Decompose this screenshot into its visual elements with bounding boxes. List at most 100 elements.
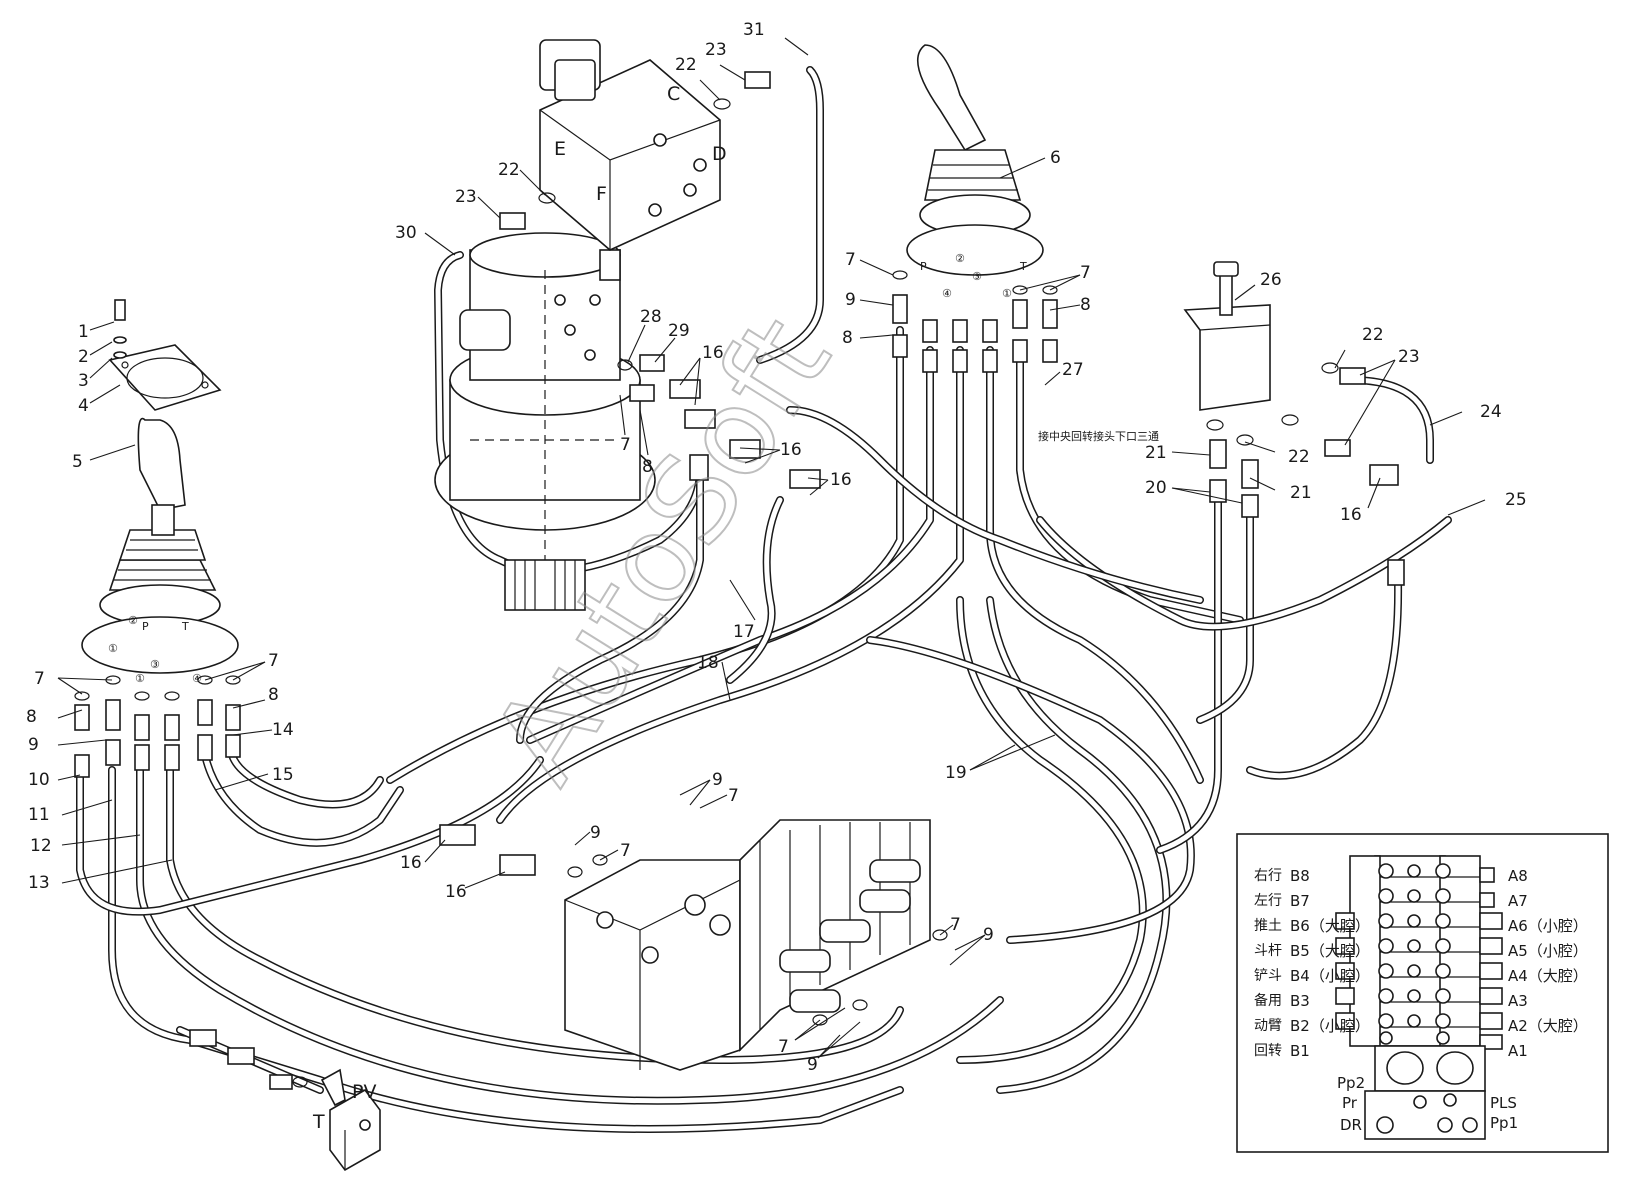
legend-right-5: A3 [1508,992,1528,1010]
legend-right-7: A1 [1508,1042,1528,1060]
seal-rings [74,98,1339,1088]
legend-left-port-0: B8 [1290,867,1310,885]
label-19: 19 [945,763,967,783]
port-labels: C D E F PV T P P T T ④ ① ③ ② ① ① ④ ③ ② 接… [108,83,1159,1133]
legend-left-port-7: B1 [1290,1042,1310,1060]
label-9-valve-b: 9 [590,823,601,843]
port-t-right: T [1019,260,1027,273]
fittings [74,71,1405,1090]
label-16-c: 16 [830,470,852,490]
label-17: 17 [733,622,755,642]
label-9-valve-c: 9 [983,925,994,945]
label-1: 1 [78,322,89,342]
label-25: 25 [1505,490,1527,510]
circled-1-right: ① [1002,287,1012,300]
legend-pr: Pr [1342,1094,1358,1112]
label-7-valve-c: 7 [950,915,961,935]
label-6: 6 [1050,148,1061,168]
label-7-left-b: 7 [268,651,279,671]
label-22-mid: 22 [498,160,520,180]
label-24: 24 [1480,402,1502,422]
leader-lines [57,37,1486,1059]
legend-right-0: A8 [1508,867,1528,885]
label-23-mid: 23 [455,187,477,207]
port-pv: PV [352,1081,376,1103]
legend-left-name-7: 回转 [1254,1043,1282,1059]
left-joystick [81,417,239,674]
port-p-left: P [142,620,149,633]
legend-right-4: A4（大腔） [1508,967,1588,985]
label-26: 26 [1260,270,1282,290]
circled-4-left: ④ [192,672,202,685]
port-d: D [712,143,727,165]
label-15: 15 [272,765,294,785]
circled-3-left: ③ [150,658,160,671]
legend-left-name-5: 备用 [1254,992,1282,1009]
legend-pp2: Pp2 [1337,1074,1365,1092]
label-18: 18 [697,653,719,673]
circled-1-left-b: ① [135,672,145,685]
label-11: 11 [28,805,50,825]
legend-left-name-0: 右行 [1254,868,1282,884]
flange-plate [108,299,222,411]
legend-pls: PLS [1490,1094,1517,1112]
circled-2-left: ② [128,614,138,627]
label-22-right-a: 22 [1362,325,1384,345]
label-23-right: 23 [1398,347,1420,367]
legend-right-1: A7 [1508,892,1528,910]
label-16-left-b: 16 [445,882,467,902]
legend-left-port-6: B2（小腔） [1290,1017,1370,1035]
label-9-valve-d: 9 [807,1055,818,1075]
label-30: 30 [395,223,417,243]
circled-1-left-a: ① [108,642,118,655]
label-16-right: 16 [1340,505,1362,525]
label-7-right-b: 7 [1080,263,1091,283]
label-2: 2 [78,347,89,367]
label-9-valve-a: 9 [712,770,723,790]
label-16-b: 16 [780,440,802,460]
circled-3-right: ③ [972,270,982,283]
label-3: 3 [78,371,89,391]
part-number-labels: 1 2 3 4 5 6 7 7 8 8 9 10 14 11 12 13 15 … [26,20,1527,1075]
legend-left-port-4: B4（小腔） [1290,967,1370,985]
legend-left-port-5: B3 [1290,992,1310,1010]
legend-left-name-4: 铲斗 [1254,968,1282,984]
label-7-valve-a: 7 [728,786,739,806]
label-13: 13 [28,873,50,893]
solenoid-valve [539,39,721,251]
label-14: 14 [272,720,294,740]
port-p-right: P [920,260,927,273]
legend-pp1: Pp1 [1490,1114,1518,1132]
label-9-right: 9 [845,290,856,310]
label-7-right: 7 [845,250,856,270]
label-8-motor: 8 [642,457,653,477]
legend-left-name-1: 左行 [1254,893,1282,909]
label-7-motor: 7 [620,435,631,455]
right-joystick [906,44,1044,276]
legend-right-3: A5（小腔） [1508,942,1588,960]
label-5: 5 [72,452,83,472]
label-31: 31 [743,20,765,40]
legend-left-name-2: 推土 [1254,918,1282,934]
port-f: F [596,183,607,205]
legend-left-port-2: B6（大腔） [1290,917,1370,935]
label-20: 20 [1145,478,1167,498]
circled-2-right: ② [955,252,965,265]
label-16-a: 16 [702,343,724,363]
label-12: 12 [30,836,52,856]
port-t: T [312,1111,325,1133]
label-21-b: 21 [1290,483,1312,503]
label-7-left-a: 7 [34,669,45,689]
legend-left-port-1: B7 [1290,892,1310,910]
label-8-right-b: 8 [1080,295,1091,315]
label-8-left-a: 8 [26,707,37,727]
label-29: 29 [668,321,690,341]
label-22-top: 22 [675,55,697,75]
legend-left-name-6: 动臂 [1254,1018,1282,1034]
port-t-left: T [181,620,189,633]
label-16-left-a: 16 [400,853,422,873]
legend-left-port-3: B5（大腔） [1290,942,1370,960]
label-22-right-b: 22 [1288,447,1310,467]
label-28: 28 [640,307,662,327]
